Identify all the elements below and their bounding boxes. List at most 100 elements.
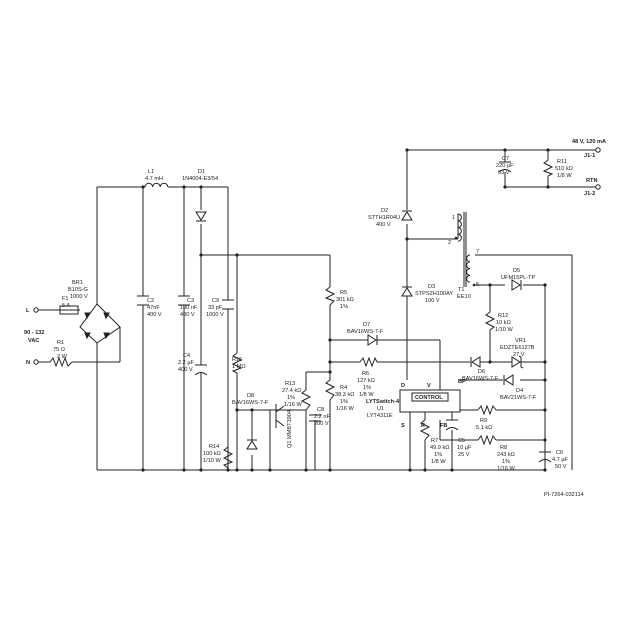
diode-d3	[401, 286, 413, 297]
resistor-r5	[324, 286, 336, 306]
r15-ref: R15	[232, 357, 242, 363]
d6-part: BAV16WS-7-F	[462, 376, 499, 382]
r13-tolerance: 1%	[287, 395, 295, 401]
d3-ref: D3	[428, 284, 435, 290]
f1-value: 5 A	[62, 303, 70, 309]
vr1-ref: VR1	[515, 338, 526, 344]
terminal-line	[33, 307, 39, 313]
terminal-output-rtn	[595, 184, 601, 190]
r6-ref: R6	[362, 371, 369, 377]
ic-u1	[399, 389, 461, 413]
r1-power: 2 W	[57, 354, 68, 360]
r8-power: 1/16 W	[497, 466, 515, 472]
capacitor-c2	[137, 295, 149, 306]
u1-block: CONTROL	[415, 395, 443, 401]
terminal-output-pos	[595, 147, 601, 153]
r4-tolerance: 1%	[340, 399, 348, 405]
r4-power: 1/16 W	[336, 406, 354, 412]
d3-part: STPS2H100AY	[415, 291, 453, 297]
r6-tolerance: 1%	[363, 385, 371, 391]
u1-pin-fb: FB	[440, 423, 447, 429]
c8-value: 2.2 nF	[314, 414, 330, 420]
d8-part: BAV16WS-7-F	[232, 400, 269, 406]
d5-part: UFM15PL-TP	[501, 275, 535, 281]
r1-ref: R1	[57, 340, 64, 346]
capacitor-c8	[309, 414, 321, 422]
terminals	[33, 147, 601, 365]
c8-ref: C8	[317, 407, 324, 413]
r11-value: 510 kΩ	[555, 166, 573, 172]
d4-ref: D4	[516, 388, 523, 394]
wires	[36, 149, 596, 471]
d2-voltage: 400 V	[376, 222, 391, 228]
transformer-t1	[454, 212, 476, 287]
u1-family: LYTSwitch-4	[366, 399, 400, 405]
c2-ref: C2	[147, 298, 154, 304]
input-voltage-label: 90 - 132	[24, 330, 45, 336]
d7-part: BAV16WS-7-F	[347, 329, 384, 335]
c2-value: 47nF	[147, 305, 160, 311]
terminal-neutral	[33, 359, 39, 365]
r9-value: 5.1 kΩ	[476, 425, 492, 431]
transistor-q1	[275, 404, 285, 428]
resistor-r12	[484, 311, 496, 331]
capacitor-c7	[498, 161, 512, 173]
r14-ref: R14	[209, 444, 219, 450]
r4-ref: R4	[340, 385, 347, 391]
d8-ref: D8	[247, 393, 254, 399]
r6-power: 1/8 W	[359, 392, 374, 398]
c4-ref: C4	[183, 353, 190, 359]
vr1-part: EDZTE6127B	[500, 345, 535, 351]
c4-value: 2.2 µF	[178, 360, 195, 366]
br1-ref: BR1	[72, 280, 83, 286]
document-number: PI-7264-032114	[544, 492, 584, 498]
r12-power: 1/10 W	[495, 327, 513, 333]
d2-ref: D2	[381, 208, 388, 214]
resistor-r1	[49, 356, 73, 368]
c8-voltage: 200 V	[314, 421, 329, 427]
zener-vr1	[511, 355, 524, 369]
t1-core: EE10	[457, 294, 471, 300]
r11-ref: R11	[557, 159, 567, 165]
vr1-voltage: 27 V	[513, 352, 525, 358]
resistor-r14	[222, 446, 234, 469]
input-line-label: L	[26, 308, 30, 314]
q1-label: Q1 MMBT3904	[287, 410, 293, 448]
t1-pin2: 2	[448, 240, 451, 246]
capacitor-c3	[178, 295, 190, 306]
u1-part: LYT4311E	[367, 413, 393, 419]
resistor-r15	[231, 352, 243, 374]
r13-ref: R13	[285, 381, 295, 387]
resistor-r4	[324, 379, 336, 401]
c3-value: 100 nF	[180, 305, 198, 311]
c4-voltage: 400 V	[178, 367, 193, 373]
capacitor-c6	[538, 451, 552, 463]
c2-voltage: 400 V	[147, 312, 162, 318]
resistor-r8	[477, 434, 497, 446]
r8-value: 243 kΩ	[497, 452, 515, 458]
r7-value: 49.9 kΩ	[430, 445, 449, 451]
resistor-r7	[419, 419, 431, 441]
capacitor-c4	[194, 364, 208, 376]
diode-d7	[367, 334, 378, 346]
c9-voltage: 1000 V	[206, 312, 224, 318]
r7-power: 1/8 W	[431, 459, 446, 465]
bridge-rectifier-br1	[79, 303, 121, 344]
r1-value: 75 Ω	[53, 347, 65, 353]
t1-ref: T1	[458, 287, 465, 293]
c9-value: 33 pF	[208, 305, 223, 311]
t1-pin6: 6	[476, 282, 479, 288]
d2-part: STTH1R04U	[368, 215, 400, 221]
capacitor-c9	[222, 299, 234, 310]
r6-value: 127 kΩ	[357, 378, 375, 384]
c3-voltage: 400 V	[180, 312, 195, 318]
f1-ref: F1	[62, 296, 69, 302]
br1-voltage: 1000 V	[70, 294, 88, 300]
c6-value: 4.7 µF	[552, 457, 569, 463]
input-neutral-label: N	[26, 360, 30, 366]
c6-ref: C6	[556, 450, 563, 456]
r13-value: 27.4 kΩ	[282, 388, 301, 394]
inductor-l1	[144, 182, 169, 188]
resistor-r13	[300, 389, 312, 411]
